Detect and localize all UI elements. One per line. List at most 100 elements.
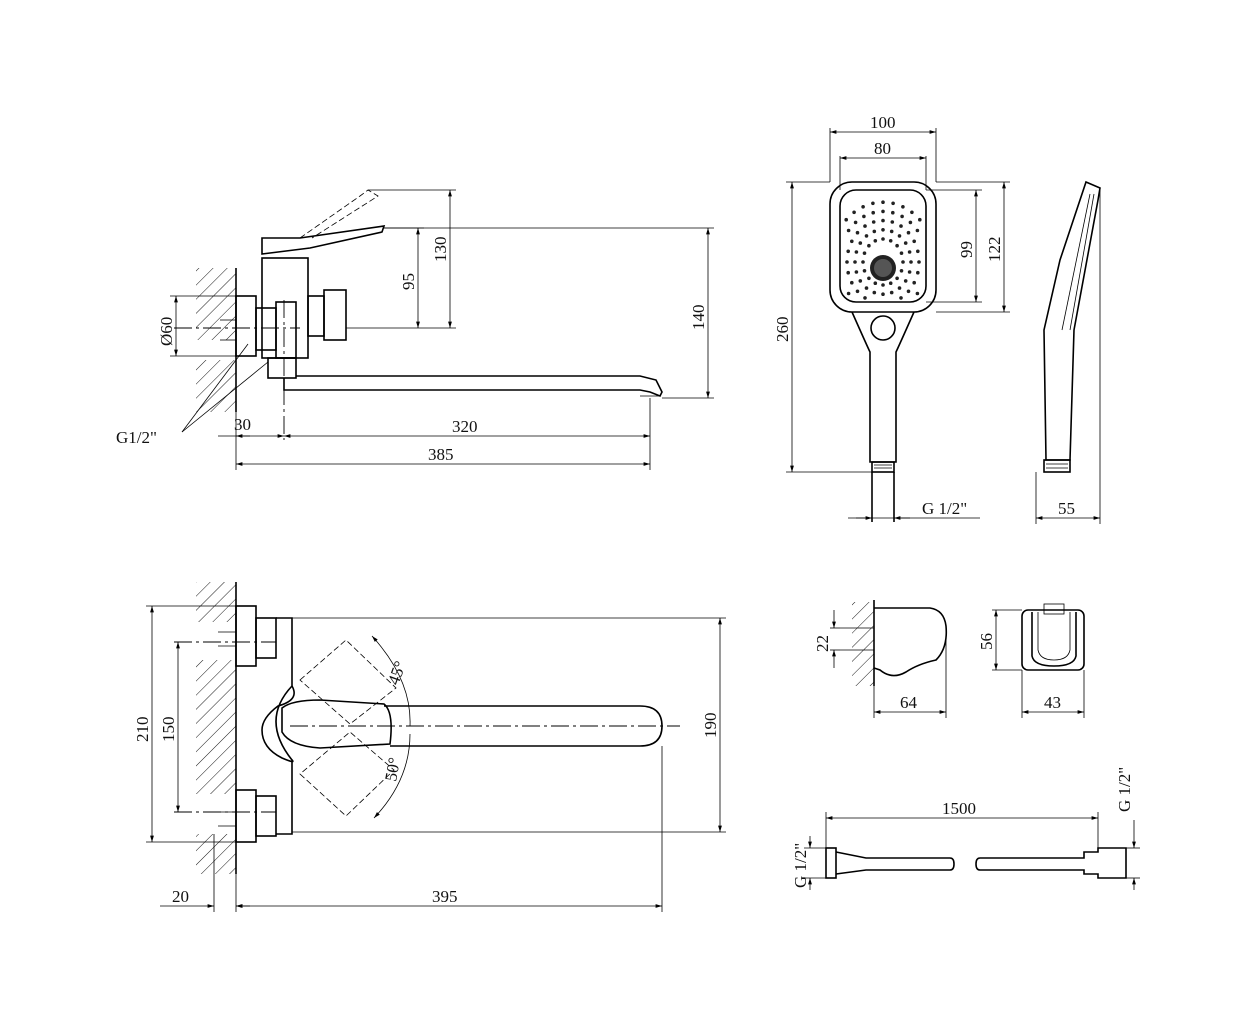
dim-395: 395 [432,887,458,906]
dim-150: 150 [159,717,178,743]
dim-100: 100 [870,113,896,132]
dim-99: 99 [957,241,976,258]
nozzle-dot [899,296,903,300]
thread-label-hose-right: G 1/2" [1115,767,1134,812]
nozzle-dot [858,241,863,245]
shower-head-dimensions: 100 80 99 122 260 G 1/2" 55 [773,113,1101,524]
nozzle-dot [897,234,902,238]
nozzle-dot [899,269,904,273]
nozzle-dot [846,270,850,275]
nozzle-dot [864,286,869,290]
nozzle-dot [872,290,877,295]
nozzle-dot [909,260,913,264]
nozzle-dot [912,239,916,244]
nozzle-dot [862,269,867,273]
nozzle-dot [881,209,885,214]
angle-50: 50° [381,756,404,783]
nozzle-dot [863,224,867,228]
nozzle-dot [906,289,911,294]
dim-55: 55 [1058,499,1075,518]
dim-56: 56 [977,633,996,650]
dim-260: 260 [773,317,792,343]
nozzle-dot [855,230,860,235]
nozzle-dot [852,210,856,215]
nozzle-dot [873,281,878,286]
nozzle-dot [916,249,920,254]
nozzle-dot [915,228,920,233]
dim-210: 210 [133,717,152,743]
shower-head-side [1043,180,1101,473]
nozzle-dot [862,251,867,255]
nozzle-dot [891,210,895,215]
nozzle-dot [918,217,922,222]
nozzle-dot [863,296,867,300]
dim-140: 140 [689,305,708,331]
dim-95: 95 [399,273,418,290]
nozzle-dot [890,220,895,224]
nozzle-dot [854,250,859,254]
nozzle-dot [846,291,851,296]
nozzle-dot [873,239,878,243]
nozzle-dot [881,228,885,232]
dim-30: 30 [234,415,251,434]
nozzle-dot [895,243,899,248]
dim-64: 64 [900,693,918,712]
nozzle-dot [917,260,921,264]
top-view-dimensions: 210 150 190 20 395 [133,605,726,912]
nozzle-dot [855,289,860,294]
dim-385: 385 [428,445,454,464]
nozzle-dot [907,270,912,274]
dim-190: 190 [701,713,720,739]
shower-head-front [829,181,937,522]
nozzle-dot [916,270,920,275]
dim-122: 122 [985,237,1004,263]
nozzle-dot [867,276,871,281]
dim-diameter-60: Ø60 [157,317,176,346]
nozzle-dot [903,241,908,245]
wall-hatch-upper [196,268,236,340]
nozzle-dot [864,234,869,238]
shower-hose [825,847,1127,879]
nozzle-dot [862,214,866,219]
nozzle-dot [889,290,894,295]
nozzle-dot [915,291,920,296]
nozzle-dot [901,260,905,264]
nozzle-dot [888,281,893,286]
spray-nozzles [844,200,922,300]
nozzle-dot [845,260,849,264]
dim-20: 20 [172,887,189,906]
faucet-top-view: 45° 50° [174,582,680,874]
nozzle-dot [871,201,875,206]
nozzle-dot [881,283,885,287]
dim-22: 22 [813,635,832,652]
dim-43: 43 [1044,693,1061,712]
hose-dimensions: 1500 G 1/2" G 1/2" [791,767,1140,890]
dim-130: 130 [431,237,450,263]
nozzle-dot [910,210,914,215]
nozzle-dot [846,228,851,233]
angle-45: 45° [384,658,410,687]
side-view-dimensions: 130 95 140 Ø60 G1/2" 30 320 385 [116,189,714,470]
nozzle-dot [881,237,885,241]
nozzle-dot [897,286,902,290]
nozzle-dot [881,292,885,297]
thread-label-hose-left: G 1/2" [791,843,810,888]
nozzle-dot [853,260,857,264]
nozzle-dot [881,218,885,223]
nozzle-dot [867,243,871,248]
nozzle-dot [903,279,908,283]
nozzle-dot [888,239,893,243]
nozzle-dot [899,224,903,228]
nozzle-dot [908,220,913,225]
nozzle-dot [891,201,895,206]
nozzle-dot [901,205,905,209]
nozzle-dot [895,276,899,281]
thread-label-side: G1/2" [116,428,157,447]
nozzle-dot [858,279,863,283]
nozzle-dot [907,250,912,254]
faucet-side-view [174,189,663,440]
nozzle-dot [861,260,865,264]
dim-320: 320 [452,417,478,436]
nozzle-dot [850,280,854,285]
